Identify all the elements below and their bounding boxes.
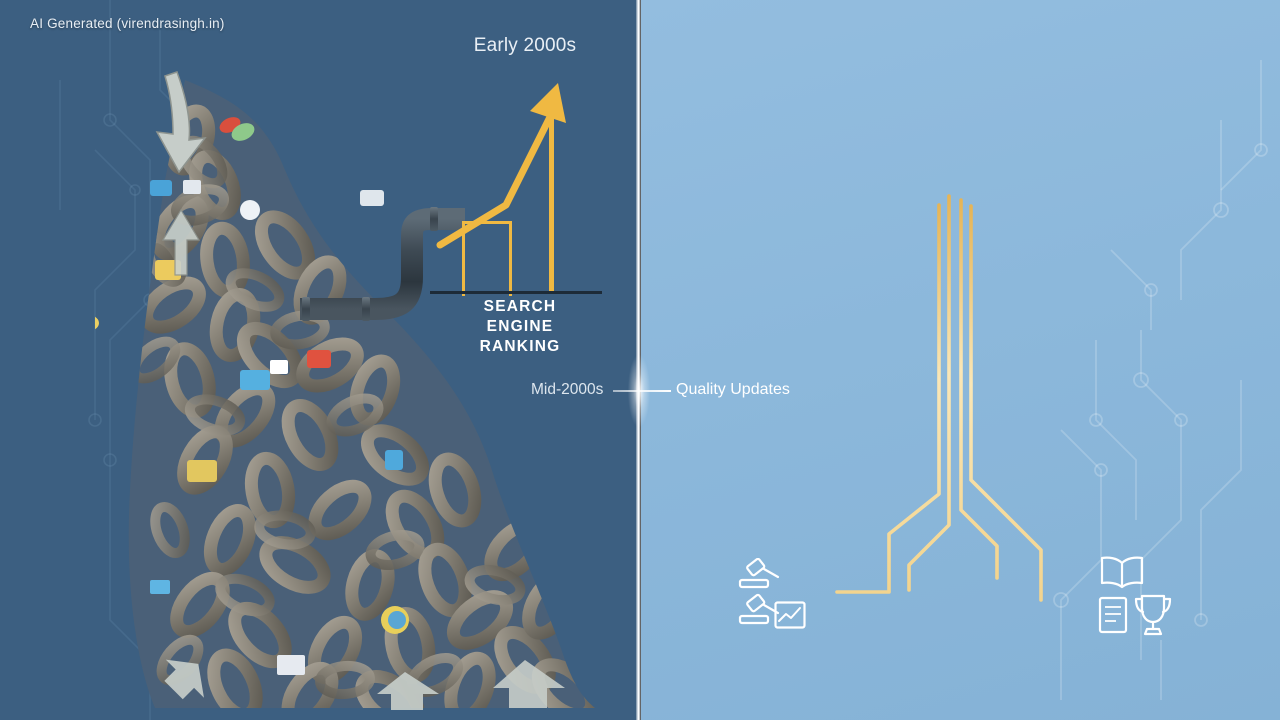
chain-pile [71, 60, 615, 720]
timeline-label-mid-2000s: Mid-2000s [531, 381, 604, 398]
left-panel-early-2000s: Early 2000s SEARCH ENGINE RANKING [0, 0, 638, 720]
atom-to-bars-traces [835, 194, 1043, 602]
trophy-icon [1134, 594, 1172, 636]
gavel-icon [738, 558, 780, 589]
timeline-label-quality-updates: Quality Updates [676, 381, 790, 398]
caption-line-2: ENGINE [486, 318, 554, 335]
up-arrow-icon [161, 208, 201, 276]
open-book-icon [1100, 556, 1144, 589]
caption-line-1: SEARCH [483, 298, 557, 315]
bar-ranking [549, 93, 554, 293]
bar-link-volume [462, 221, 512, 296]
gavel-icon-group [738, 558, 780, 625]
gavel-icon [738, 593, 780, 625]
down-arrow-icon [155, 71, 207, 174]
caption-line-3: RANKING [479, 338, 561, 355]
divider-glow [628, 355, 650, 427]
chart-caption-search-engine-ranking: SEARCH ENGINE RANKING [430, 297, 610, 357]
right-arrow-icon [164, 659, 565, 710]
framed-chart-icon [774, 601, 806, 629]
document-icon [1098, 596, 1128, 634]
pipe-conduit [300, 205, 470, 330]
rising-trend-arrow [436, 83, 566, 249]
right-panel-quality-updates: AUTHORITY RANKING [641, 0, 1280, 720]
search-engine-ranking-chart: Early 2000s SEARCH ENGINE RANKING [430, 35, 620, 355]
chart-baseline [430, 291, 602, 294]
chart-title-early-2000s: Early 2000s [473, 35, 577, 56]
watermark-text: AI Generated (virendrasingh.in) [30, 16, 225, 31]
